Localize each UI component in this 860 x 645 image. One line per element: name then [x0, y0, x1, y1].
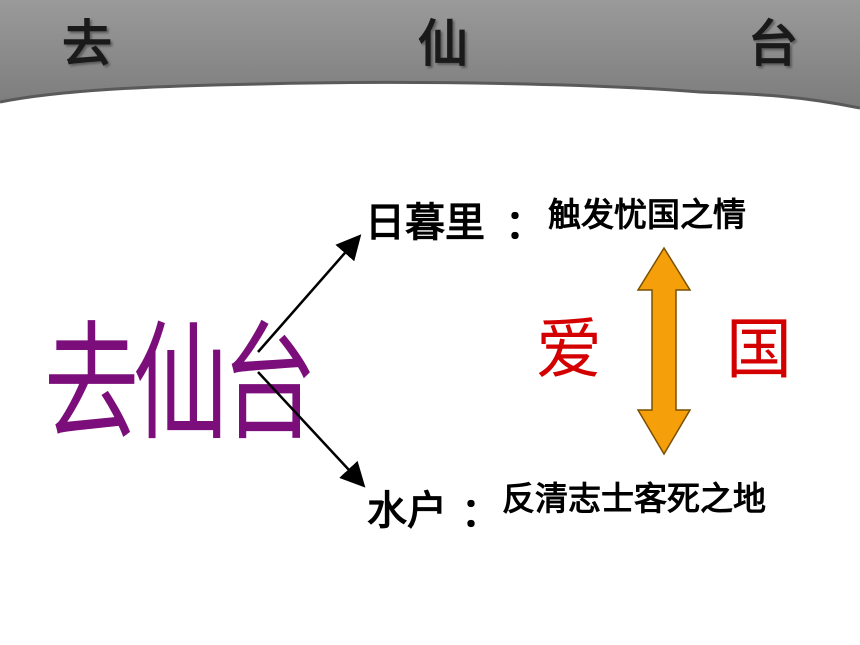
branch-arrow-down — [257, 371, 366, 488]
top-branch-label: 日暮里 — [365, 200, 485, 246]
double-arrow — [636, 246, 692, 456]
top-branch-text: 触发忧国之情 — [548, 195, 746, 234]
bottom-branch-label: 水户 — [367, 488, 447, 534]
bottom-branch-separator: ： — [461, 490, 501, 536]
top-branch-separator: ： — [505, 202, 545, 248]
title-banner — [0, 0, 860, 110]
bottom-branch-text: 反清志士客死之地 — [502, 479, 766, 518]
title-char-3: 台 — [748, 15, 798, 73]
title-char-1: 去 — [62, 15, 112, 73]
love-word: 爱 — [536, 311, 602, 388]
country-word: 国 — [726, 311, 792, 388]
branch-arrow-up — [257, 234, 362, 353]
title-char-2: 仙 — [418, 15, 468, 73]
